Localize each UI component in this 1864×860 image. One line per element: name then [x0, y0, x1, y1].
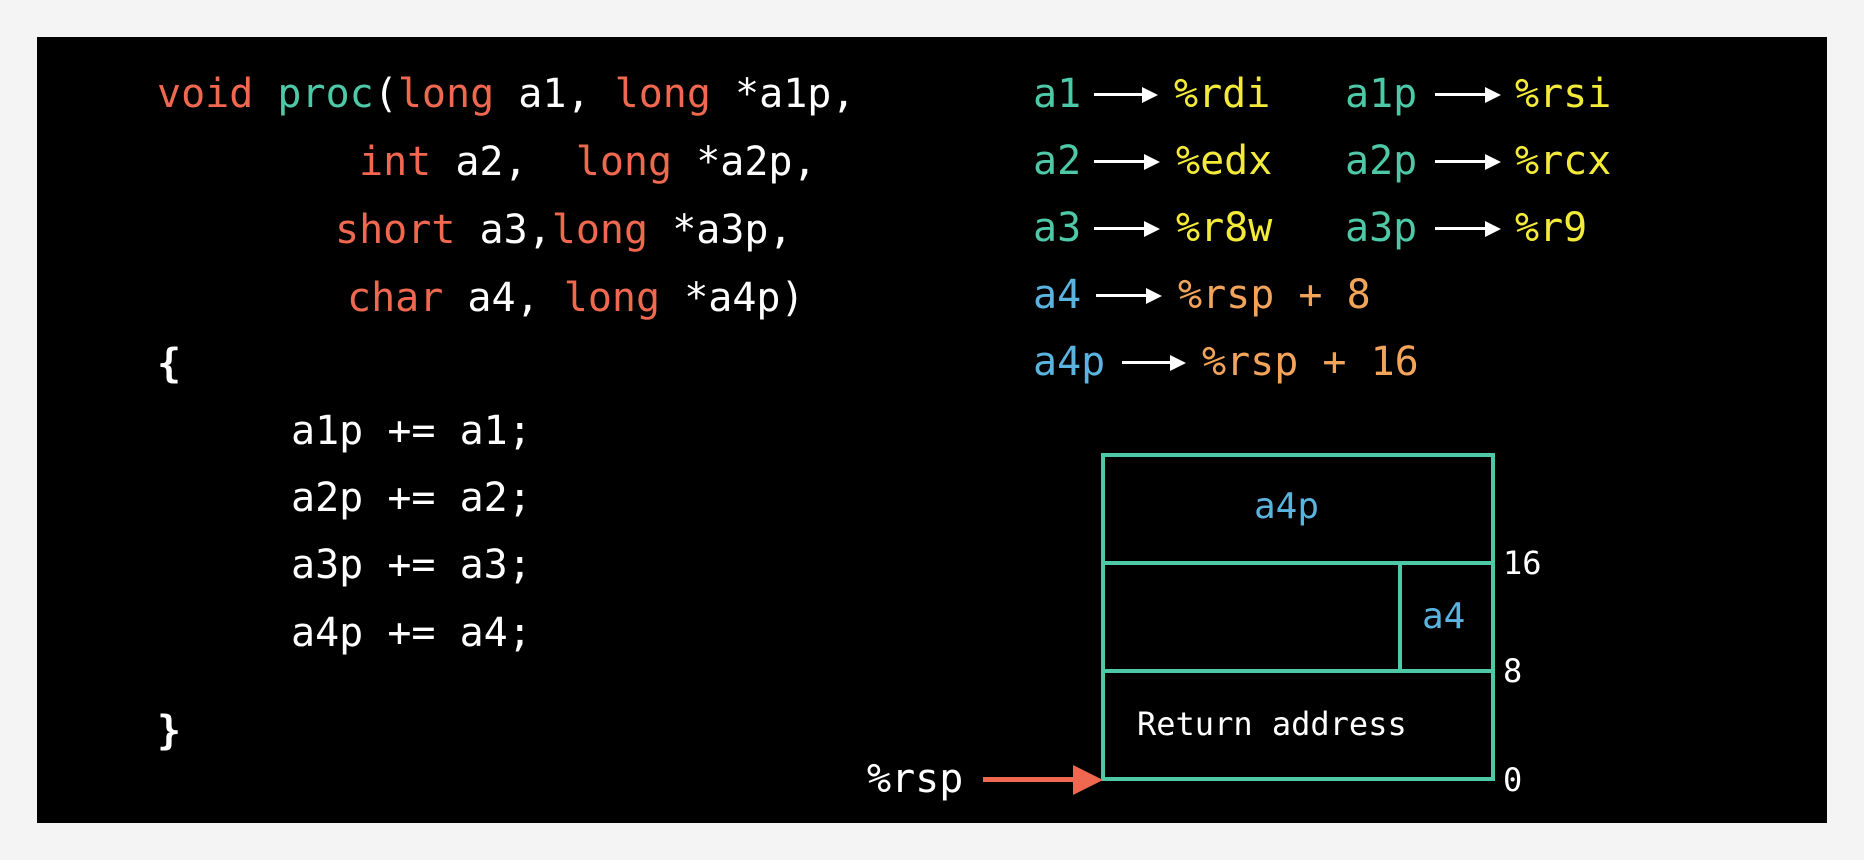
param-a2: a2,: [455, 139, 528, 185]
arrow-a3p-head: [1485, 221, 1501, 237]
map-arg-a3p: a3p: [1345, 205, 1418, 251]
rsp-pointer-arrow: [983, 777, 1077, 782]
code-line-2: int a2, long *a2p,: [359, 142, 817, 182]
param-a1: a1,: [518, 71, 591, 117]
arrow-a1-head: [1142, 87, 1158, 103]
arrow-a2p: [1435, 160, 1487, 163]
keyword-short: short: [335, 207, 456, 253]
offset-0: 0: [1503, 761, 1523, 799]
function-name: proc: [277, 71, 374, 117]
keyword-char: char: [347, 275, 444, 321]
arrow-a1p-head: [1485, 87, 1501, 103]
arrow-a3: [1094, 227, 1146, 230]
stack-label-return-address: Return address: [1137, 705, 1407, 743]
arrow-a2: [1094, 160, 1146, 163]
code-line-3: short a3,long *a3p,: [335, 210, 793, 250]
code-line-1: void proc(long a1, long *a1p,: [157, 74, 855, 114]
map-arg-a3: a3: [1033, 205, 1082, 251]
stack-slot-return-address: [1101, 669, 1495, 781]
arrow-a3p: [1435, 227, 1487, 230]
map-arg-a2: a2: [1033, 138, 1082, 184]
map-arg-a4: a4: [1033, 272, 1082, 318]
rsp-pointer-arrow-head: [1073, 765, 1103, 795]
param-a4p: *a4p): [684, 275, 805, 321]
arrow-a2p-head: [1485, 154, 1501, 170]
param-a3p: *a3p,: [672, 207, 793, 253]
arrow-a3-head: [1144, 221, 1160, 237]
close-brace: }: [157, 708, 182, 754]
slide: void proc(long a1, long *a1p, int a2, lo…: [37, 37, 1827, 823]
body-line-2: a2p += a2;: [291, 475, 532, 521]
map-reg-r8w: %r8w: [1176, 205, 1273, 251]
body-line-4: a4p += a4;: [291, 610, 532, 656]
body-line-1: a1p += a1;: [291, 408, 532, 454]
arrow-a1: [1094, 93, 1144, 96]
keyword-long: long: [575, 139, 673, 185]
map-reg-rcx: %rcx: [1515, 138, 1612, 184]
map-arg-a1: a1: [1033, 71, 1082, 117]
map-arg-a1p: a1p: [1345, 71, 1418, 117]
stack-label-a4p: a4p: [1254, 486, 1320, 527]
arrow-a2-head: [1144, 154, 1160, 170]
map-reg-edx: %edx: [1176, 138, 1273, 184]
arrow-a4-head: [1146, 288, 1162, 304]
map-reg-rdi: %rdi: [1174, 71, 1271, 117]
map-reg-rsp-8: %rsp + 8: [1178, 272, 1371, 318]
paren-open: (: [373, 71, 398, 117]
map-reg-rsp-16: %rsp + 16: [1202, 339, 1419, 385]
keyword-long: long: [397, 71, 495, 117]
open-brace: {: [157, 341, 182, 387]
map-arg-a2p: a2p: [1345, 138, 1418, 184]
rsp-pointer-label: %rsp: [867, 756, 964, 802]
arrow-a1p: [1435, 93, 1487, 96]
keyword-int: int: [359, 139, 432, 185]
param-a4: a4,: [467, 275, 540, 321]
keyword-void: void: [157, 71, 254, 117]
offset-8: 8: [1503, 652, 1523, 690]
body-line-3: a3p += a3;: [291, 542, 532, 588]
map-reg-r9: %r9: [1515, 205, 1588, 251]
offset-16: 16: [1503, 544, 1542, 582]
keyword-long: long: [614, 71, 711, 117]
map-arg-a4p: a4p: [1033, 339, 1106, 385]
map-reg-rsi: %rsi: [1515, 71, 1612, 117]
arrow-a4p: [1122, 361, 1172, 364]
keyword-long: long: [551, 207, 649, 253]
param-a3: a3,: [479, 207, 552, 253]
param-a2p: *a2p,: [696, 139, 817, 185]
keyword-long: long: [563, 275, 661, 321]
stack-label-a4: a4: [1422, 596, 1466, 637]
arrow-a4: [1096, 294, 1148, 297]
code-line-4: char a4, long *a4p): [347, 278, 805, 318]
arrow-a4p-head: [1170, 355, 1186, 371]
param-a1p: *a1p,: [735, 71, 856, 117]
